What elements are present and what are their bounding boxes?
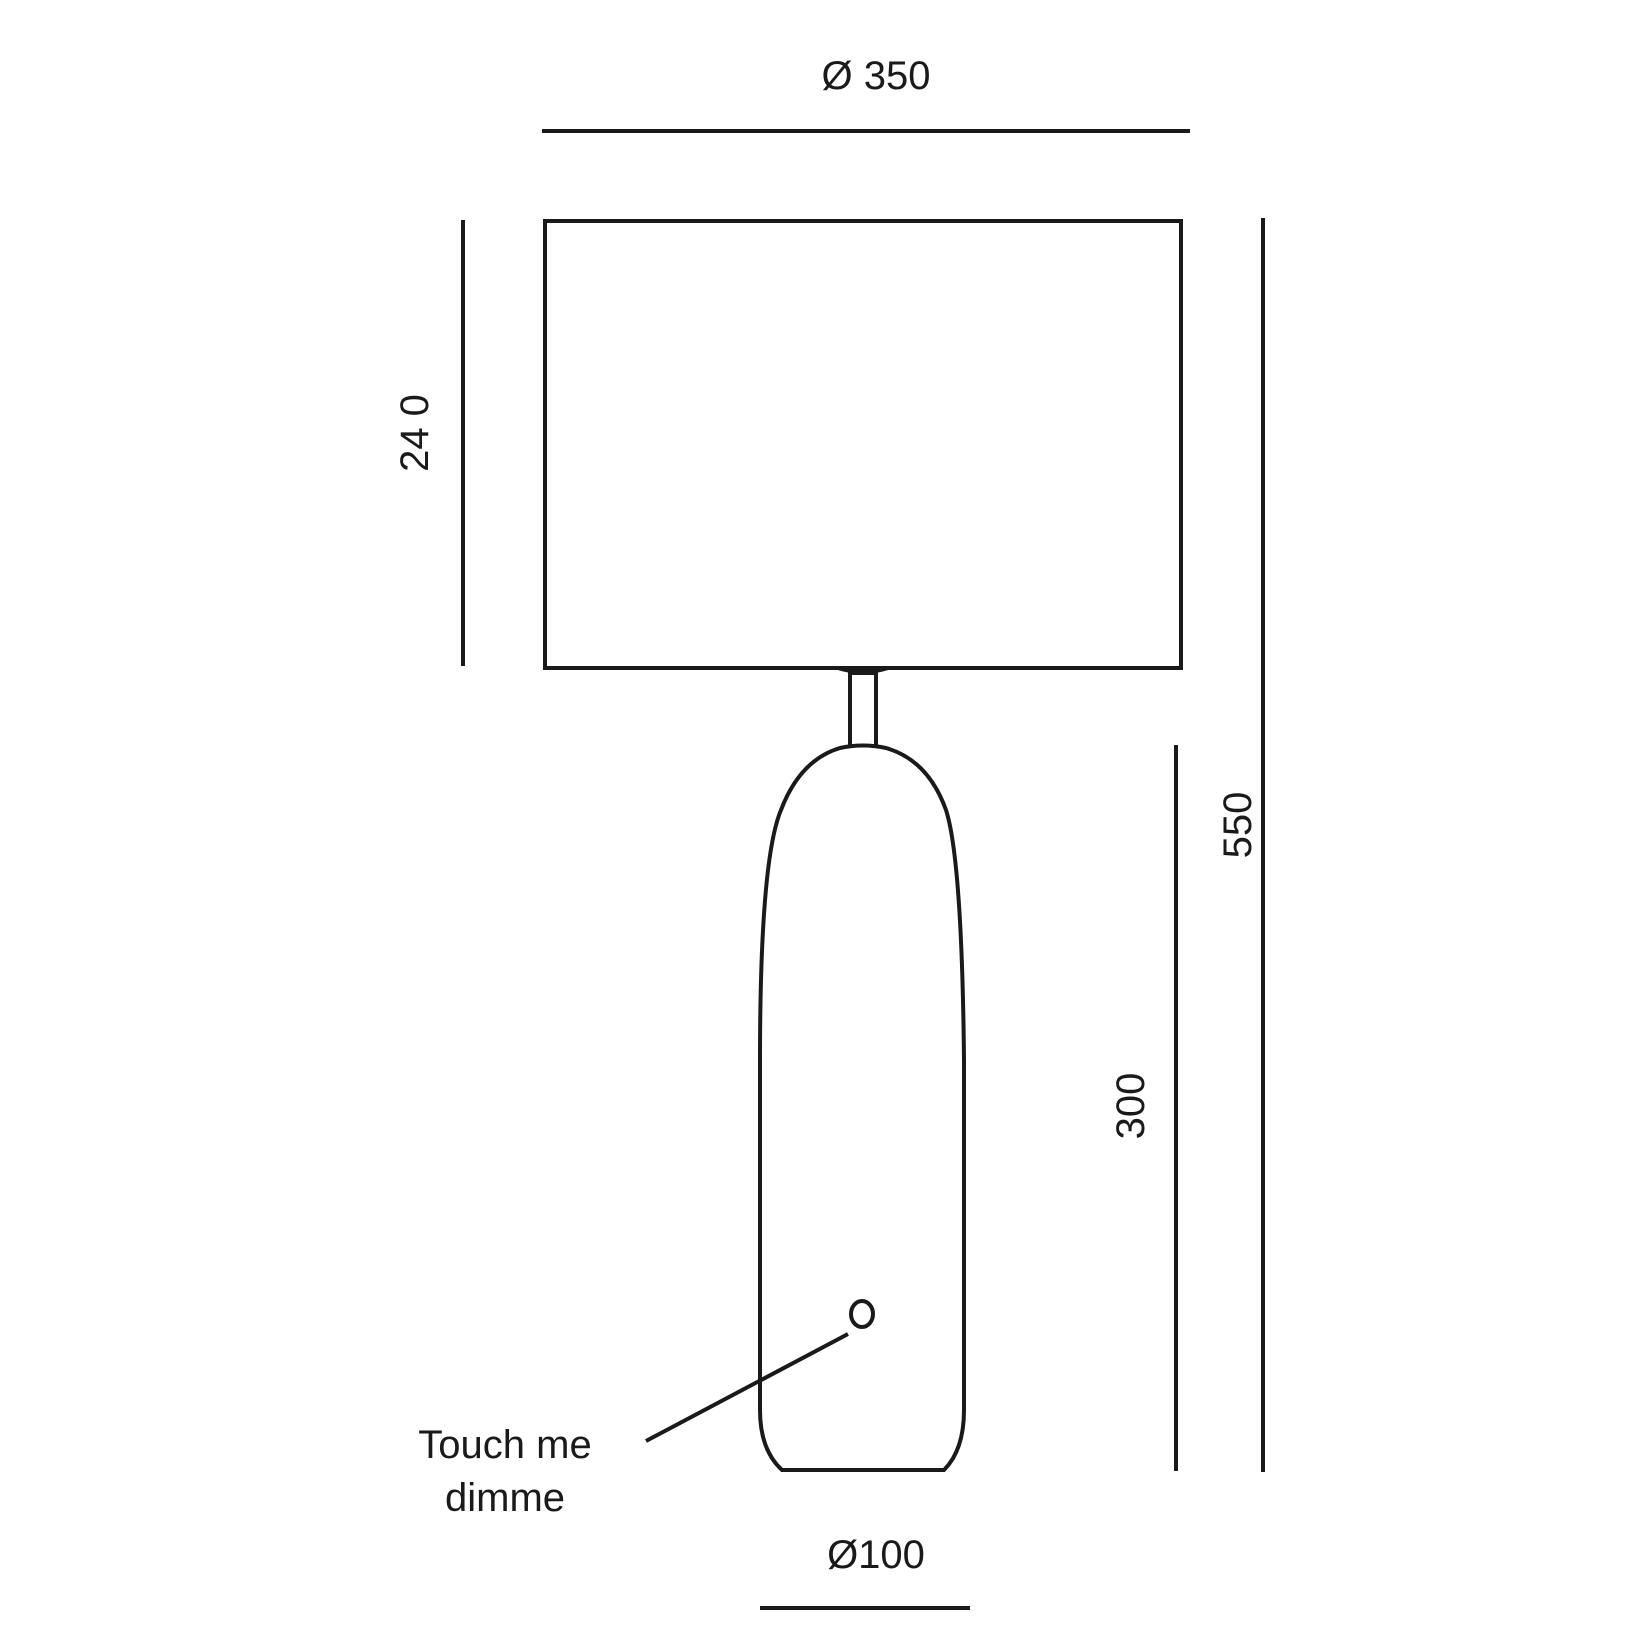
touch-callout-line1: Touch me xyxy=(418,1423,591,1467)
base-diameter-label: Ø100 xyxy=(827,1533,925,1577)
touch-dimmer-icon xyxy=(849,1299,875,1329)
shade-diameter-label: Ø 350 xyxy=(822,54,931,98)
lamp-neck xyxy=(848,671,878,748)
touch-callout-leader-line xyxy=(645,1332,849,1443)
lamp-base xyxy=(758,743,966,1472)
base-height-label: 300 xyxy=(1109,1073,1153,1140)
shade-height-label: 24 0 xyxy=(393,394,437,472)
touch-callout-line2: dimme xyxy=(445,1476,565,1520)
total-height-label: 550 xyxy=(1216,792,1260,859)
lamp-shade xyxy=(543,219,1183,670)
